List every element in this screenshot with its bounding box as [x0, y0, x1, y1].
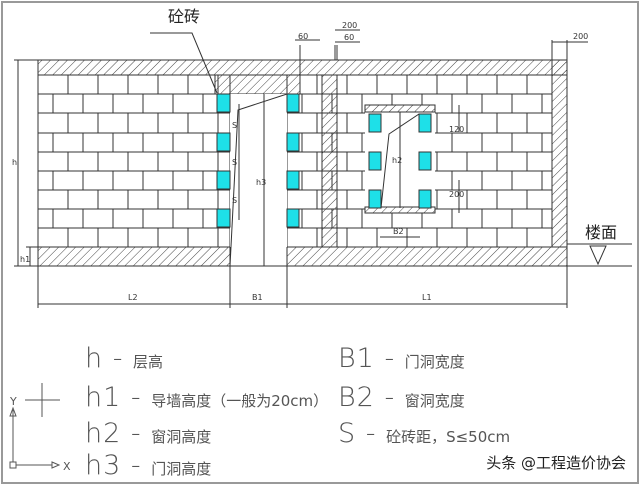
tie-brick — [216, 132, 231, 152]
dim-h1: h1 — [20, 255, 30, 264]
legend-h3: h3 - 门洞高度 — [85, 450, 212, 481]
legend-symbol: h3 — [85, 450, 122, 481]
axis-y-label: Y — [9, 395, 17, 408]
legend-text: 导墙高度（一般为20cm） — [151, 392, 329, 410]
legend-h: h - 层高 — [85, 343, 164, 374]
tie-brick — [216, 170, 231, 190]
legend-b2: B2 - 窗洞宽度 — [338, 382, 465, 413]
tie-brick — [286, 93, 300, 113]
legend-text: 窗洞高度 — [151, 428, 212, 446]
legend-text: 门洞宽度 — [404, 353, 465, 371]
tie-brick — [286, 132, 300, 152]
callout-leader — [150, 32, 218, 94]
tie-brick — [368, 189, 382, 209]
legend-h2: h2 - 窗洞高度 — [85, 418, 212, 449]
legend-h1: h1 - 导墙高度（一般为20cm） — [85, 382, 329, 413]
window-lintel — [364, 104, 436, 113]
brick-courses — [37, 74, 553, 248]
dim-top-60-b: 60 — [344, 33, 354, 42]
brick-course — [37, 74, 231, 95]
legend-text: 层高 — [133, 353, 164, 371]
legend-symbol: B1 — [338, 343, 375, 374]
brick-course — [37, 170, 231, 191]
legend-symbol: h2 — [85, 418, 122, 449]
dim-top-200-b: 200 — [573, 32, 588, 41]
floor-level-symbol — [589, 245, 607, 266]
legend-symbol: B2 — [338, 382, 375, 413]
brick-course — [37, 208, 231, 229]
dimension-lines — [14, 29, 588, 308]
callout-label: 砼砖 — [168, 7, 200, 26]
legend-text: 砼砖距，S≤50cm — [386, 428, 511, 446]
legend-symbol: h — [85, 343, 104, 374]
tie-brick — [418, 113, 432, 133]
tie-brick — [418, 189, 432, 209]
tie-brick — [286, 170, 300, 190]
dim-h2: h2 — [392, 156, 402, 165]
dim-top-200-a: 200 — [342, 21, 357, 30]
dim-spacing-1: S — [232, 121, 237, 130]
legend-text: 门洞高度 — [151, 460, 212, 478]
legend-s: S - 砼砖距，S≤50cm — [338, 418, 511, 449]
door-leaf-line — [229, 93, 288, 267]
legend-text: 窗洞宽度 — [404, 392, 465, 410]
tie-bricks — [216, 93, 432, 228]
axis-x-label: X — [63, 460, 71, 473]
tie-brick — [286, 208, 300, 228]
dim-b2: B2 — [393, 227, 404, 236]
tie-brick — [216, 93, 231, 113]
dim-l2: L2 — [128, 293, 138, 302]
brick-course — [37, 151, 231, 172]
dim-b1: B1 — [252, 293, 263, 302]
top-slab — [37, 59, 568, 76]
brick-course — [37, 132, 231, 153]
dim-l1: L1 — [422, 293, 432, 302]
dim-spacing-2: S — [232, 158, 237, 167]
guide-wall-right — [286, 246, 568, 267]
dim-h3: h3 — [256, 178, 266, 187]
window-leaf-line — [380, 113, 420, 209]
dim-window-top: 120 — [449, 125, 464, 134]
floor-label: 楼面 — [585, 223, 617, 242]
dim-window-bottom: 200 — [449, 190, 464, 199]
brick-course — [37, 93, 231, 114]
end-column — [551, 59, 568, 248]
brick-course — [37, 189, 231, 210]
watermark: 头条 @工程造价协会 — [486, 454, 626, 472]
brick-course — [37, 112, 231, 134]
tie-brick — [368, 151, 382, 171]
tie-brick — [216, 208, 231, 228]
tie-brick — [368, 113, 382, 133]
legend-symbol: h1 — [85, 382, 122, 413]
dim-top-60-a: 60 — [298, 32, 308, 41]
legend-symbol: S — [338, 418, 357, 449]
ucs-axis-icon — [9, 383, 61, 469]
structural-column — [321, 74, 338, 248]
guide-wall-left — [37, 246, 231, 267]
dim-h: h — [12, 158, 17, 167]
dim-spacing-3: S — [232, 196, 237, 205]
legend-b1: B1 - 门洞宽度 — [338, 343, 465, 374]
brick-course — [37, 227, 231, 248]
door-lintel — [214, 74, 301, 95]
tie-brick — [418, 151, 432, 171]
